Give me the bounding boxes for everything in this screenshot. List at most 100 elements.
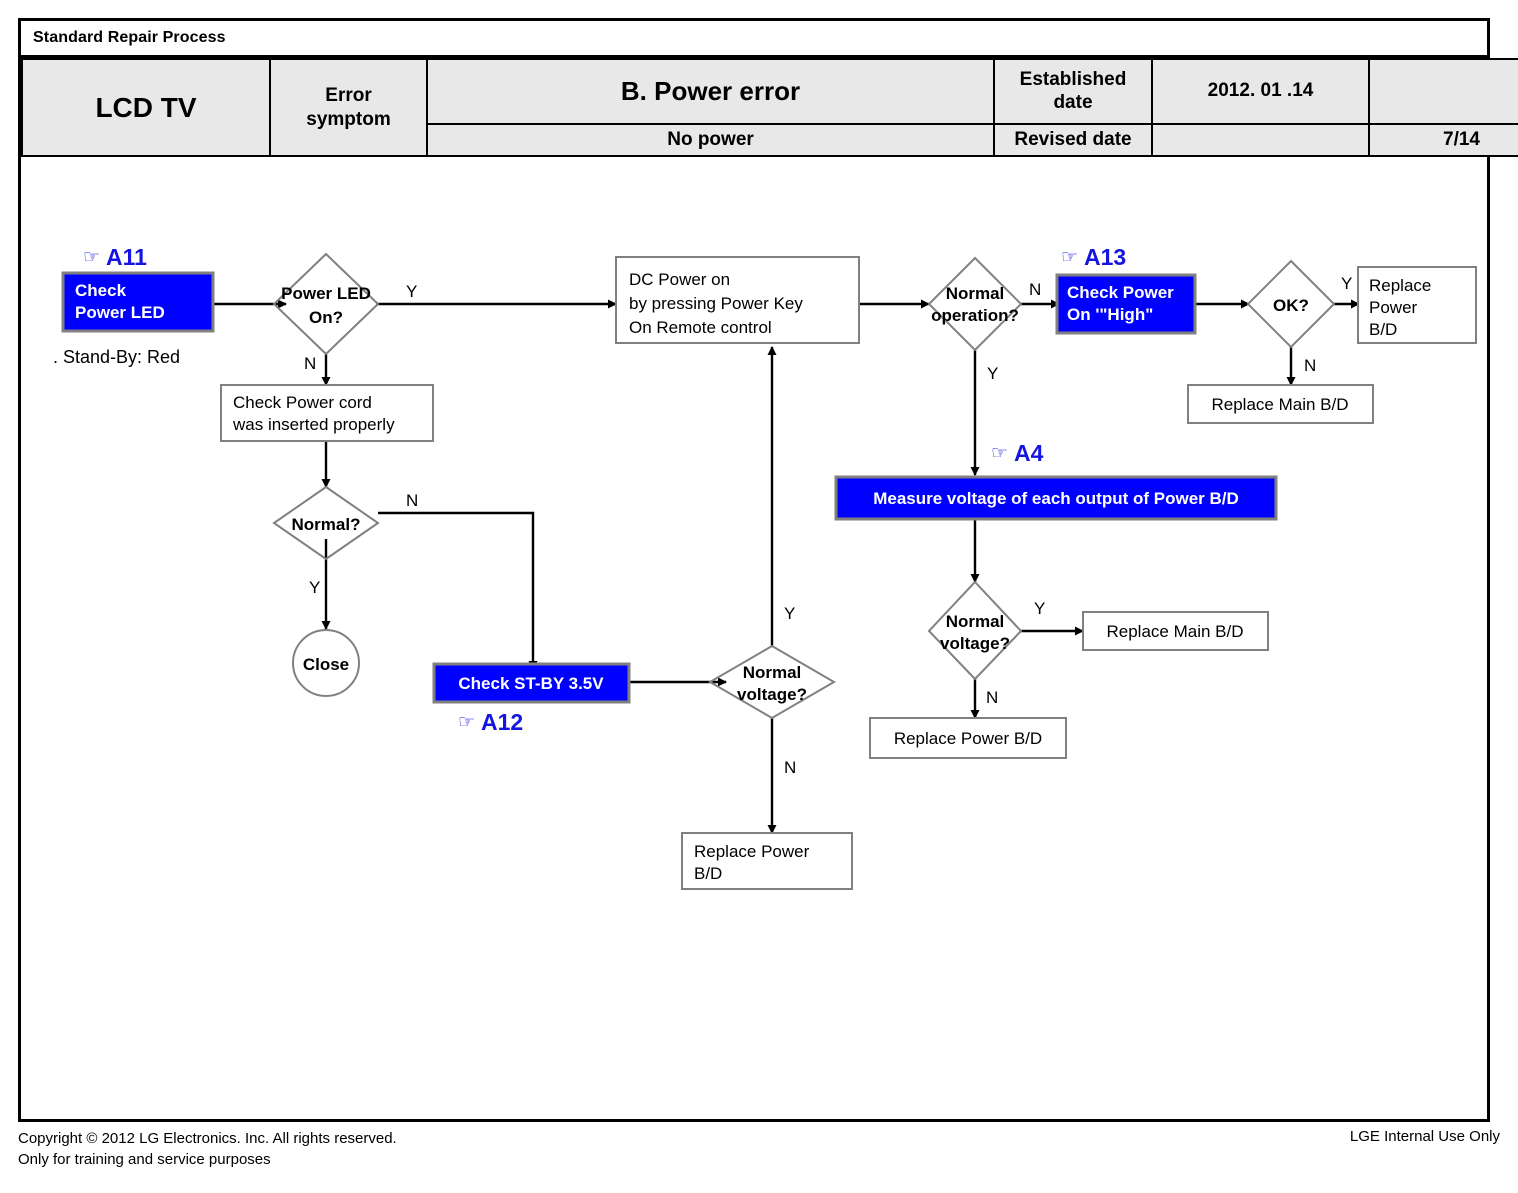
node-check-power-cord-line1: Check Power cord — [233, 393, 372, 412]
node-check-power-on-high-line1: Check Power — [1067, 283, 1174, 302]
node-replace-main-bd-mid-shape — [1082, 611, 1269, 651]
symptom-label-line1: Error — [325, 84, 372, 106]
node-check-power-led-shape — [61, 271, 215, 333]
connector-normal-no-to-stby — [378, 511, 538, 670]
branch-label-normal-yes: Y — [309, 578, 320, 597]
copyright-line2: Only for training and service purposes — [18, 1151, 271, 1169]
node-measure-voltage-label: Measure voltage of each output of Power … — [873, 489, 1239, 508]
cell-revised-label: Revised date — [993, 122, 1153, 158]
node-normal-operation-line1: Normal — [946, 284, 1005, 303]
node-check-power-on-high[interactable]: Check Power On '"High" — [1055, 273, 1197, 335]
ref-marker-a4: ☞ A4 — [991, 440, 1044, 466]
branch-label-power-led-yes: Y — [406, 282, 417, 301]
ref-label-a13: A13 — [1084, 244, 1126, 270]
node-check-stby-label: Check ST-BY 3.5V — [458, 674, 604, 693]
node-power-led-on-shape — [272, 252, 380, 356]
branch-label-normal-op-no: N — [1029, 280, 1041, 299]
table-row: No power Revised date 7/14 — [22, 122, 1518, 158]
node-replace-power-bd-right[interactable]: Replace Power B/D — [1357, 266, 1477, 344]
node-check-stby-shape — [432, 662, 631, 704]
cell-error-title: B. Power error — [426, 58, 995, 125]
ref-marker-a11: ☞ A11 — [83, 244, 147, 270]
node-replace-power-bd-mid[interactable]: Replace Power B/D — [869, 717, 1067, 759]
banner-title: Standard Repair Process — [33, 29, 226, 46]
node-replace-power-bd-center-line2: B/D — [694, 864, 722, 883]
pointing-hand-icon: ☞ — [991, 442, 1008, 464]
node-replace-power-bd-mid-label: Replace Power B/D — [894, 729, 1042, 748]
cell-blank — [1368, 58, 1518, 125]
table-row: LCD TV Error symptom B. Power error Esta… — [21, 58, 1518, 157]
ref-marker-a12: ☞ A12 — [458, 709, 523, 735]
branch-label-ok-no: N — [1304, 356, 1316, 375]
cell-symptom-label: Error symptom — [269, 58, 428, 157]
copyright-block: Copyright © 2012 LG Electronics. Inc. Al… — [18, 1128, 397, 1171]
cell-error-subtitle: No power — [426, 122, 995, 158]
node-check-power-cord-shape — [220, 384, 434, 442]
flowchart-canvas: ☞ A11 Check Power LED . Stand-By: Red Po… — [21, 157, 1487, 1119]
branch-label-right-volt-yes: Y — [1034, 599, 1045, 618]
node-measure-voltage-shape — [834, 475, 1278, 521]
branch-label-power-led-no: N — [304, 354, 316, 373]
standby-note: . Stand-By: Red — [53, 347, 180, 367]
node-normal-voltage-center-shape — [708, 644, 836, 720]
node-normal-operation-shape — [927, 256, 1023, 352]
pointing-hand-icon: ☞ — [1061, 246, 1078, 268]
cell-page-number: 7/14 — [1368, 122, 1518, 158]
node-ok-shape — [1246, 259, 1336, 349]
established-label-line1: Established — [1019, 69, 1127, 91]
node-normal-voltage-right-line2: voltage? — [940, 634, 1010, 653]
ref-label-a4: A4 — [1014, 440, 1044, 466]
branch-label-center-volt-no: N — [784, 758, 796, 777]
node-ok-label: OK? — [1273, 296, 1309, 315]
node-replace-main-bd-mid[interactable]: Replace Main B/D — [1082, 611, 1269, 651]
branch-label-ok-yes: Y — [1341, 274, 1352, 293]
node-replace-main-bd-top[interactable]: Replace Main B/D — [1187, 384, 1374, 424]
node-dc-power-on-line2: by pressing Power Key — [629, 294, 803, 313]
node-power-led-on-decision[interactable]: Power LED On? — [272, 252, 380, 356]
node-dc-power-on-shape — [615, 256, 860, 344]
header-info-table: LCD TV Error symptom B. Power error Esta… — [21, 58, 1518, 158]
node-replace-main-bd-top-label: Replace Main B/D — [1211, 395, 1348, 414]
branch-label-normal-op-yes: Y — [987, 364, 998, 383]
node-ok-decision[interactable]: OK? — [1246, 259, 1336, 349]
pointing-hand-icon: ☞ — [83, 246, 100, 268]
node-normal-operation-decision[interactable]: Normal operation? — [927, 256, 1023, 352]
node-check-power-cord[interactable]: Check Power cord was inserted properly — [220, 384, 434, 442]
node-dc-power-on-line1: DC Power on — [629, 270, 730, 289]
node-replace-power-bd-center[interactable]: Replace Power B/D — [681, 832, 853, 890]
node-normal-voltage-right-shape — [927, 580, 1023, 681]
node-normal-voltage-right[interactable]: Normal voltage? — [927, 580, 1023, 681]
node-dc-power-on[interactable]: DC Power on by pressing Power Key On Rem… — [615, 256, 860, 344]
ref-label-a12: A12 — [481, 709, 523, 735]
node-check-stby[interactable]: Check ST-BY 3.5V — [432, 662, 631, 704]
cell-established-label: Established date — [993, 58, 1153, 125]
node-normal-operation-line2: operation? — [931, 306, 1019, 325]
node-check-power-led[interactable]: Check Power LED — [61, 271, 215, 333]
page-frame: Standard Repair Process LCD TV Error sym… — [18, 18, 1518, 1122]
connector-group — [213, 299, 1360, 834]
node-replace-main-bd-top-shape — [1187, 384, 1374, 424]
node-close-terminator[interactable]: Close — [292, 629, 360, 697]
node-power-led-on-line2: On? — [309, 308, 343, 327]
branch-label-normal-no: N — [406, 491, 418, 510]
node-replace-power-bd-mid-shape — [869, 717, 1067, 759]
ref-marker-a13: ☞ A13 — [1061, 244, 1126, 270]
node-check-power-on-high-shape — [1055, 273, 1197, 335]
node-normal-voltage-center-line2: voltage? — [737, 685, 807, 704]
node-power-led-on-line1: Power LED — [281, 284, 371, 303]
node-normal-line1: Normal? — [292, 515, 361, 534]
node-measure-voltage[interactable]: Measure voltage of each output of Power … — [834, 475, 1278, 521]
node-check-power-on-high-line2: On '"High" — [1067, 305, 1153, 324]
node-replace-main-bd-mid-label: Replace Main B/D — [1106, 622, 1243, 641]
branch-label-center-volt-yes: Y — [784, 604, 795, 623]
node-close-shape — [292, 629, 360, 697]
node-normal-shape — [272, 485, 380, 561]
copyright-line1: Copyright © 2012 LG Electronics. Inc. Al… — [18, 1130, 397, 1147]
page-footer: Copyright © 2012 LG Electronics. Inc. Al… — [0, 1128, 1518, 1188]
node-normal-voltage-center[interactable]: Normal voltage? — [708, 644, 836, 720]
node-check-power-led-line1: Check — [75, 281, 127, 300]
node-normal-decision[interactable]: Normal? — [272, 485, 380, 561]
node-check-power-led-line2: Power LED — [75, 303, 165, 322]
node-close-label: Close — [303, 655, 349, 674]
banner: Standard Repair Process — [21, 21, 1487, 58]
